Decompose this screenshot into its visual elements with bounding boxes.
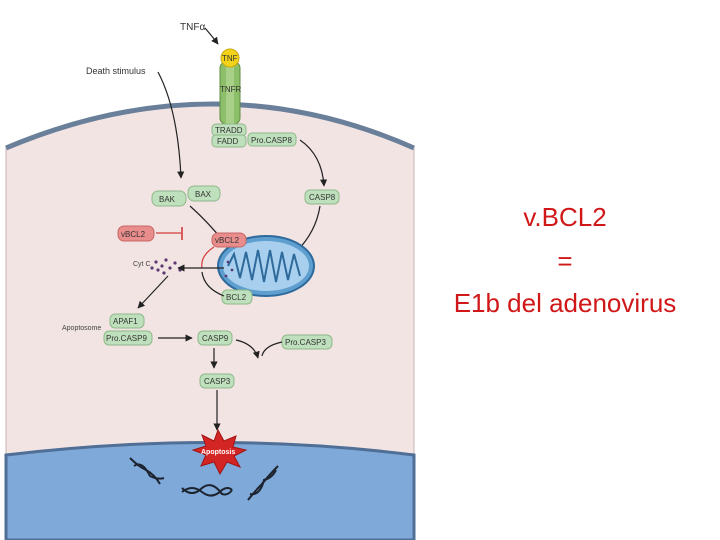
bax-label: BAX (195, 190, 212, 199)
pro-casp3-label: Pro.CASP3 (285, 338, 326, 347)
bak-node (151, 190, 187, 207)
tnf-label: TNF (222, 54, 238, 63)
vbcl2-left-node (117, 225, 155, 242)
vbcl2-left-label: vBCL2 (121, 230, 146, 239)
casp9-node (197, 330, 233, 346)
cell-membrane (5, 101, 416, 151)
pro-casp8-label: Pro.CASP8 (251, 136, 292, 145)
casp8-label: CASP8 (309, 193, 336, 202)
bak-label: BAK (159, 195, 176, 204)
side-text-line3: E1b del adenovirus (453, 288, 677, 318)
apaf1-node (109, 313, 145, 329)
tnfa-label: TNFα (180, 22, 205, 33)
dna-strand-left (129, 457, 165, 485)
vbcl2-mito-label: vBCL2 (215, 236, 240, 245)
apaf1-label: APAF1 (113, 317, 138, 326)
casp3-node (199, 373, 235, 389)
apoptosome-label: Apoptosome (62, 325, 101, 332)
casp8-node (304, 189, 340, 205)
fadd-label: FADD (217, 137, 239, 146)
casp3-label: CASP3 (204, 377, 231, 386)
tradd-label: TRADD (215, 126, 243, 135)
cytc-label: Cyt C (133, 261, 151, 268)
pro-casp9-label: Pro.CASP9 (106, 334, 147, 343)
dna-strand-middle (181, 484, 233, 497)
apoptosis-label: Apoptosis (201, 449, 235, 456)
side-text-line2: = (557, 246, 573, 276)
apoptosis-pathway-diagram: TNFα TNF TNFR Death stimulus TRADD FADD … (4, 22, 416, 540)
tnf-receptor (219, 48, 241, 125)
casp9-label: CASP9 (202, 334, 229, 343)
cytoplasm (6, 104, 414, 540)
side-text-line1: v.BCL2 (523, 202, 607, 232)
mitochondrion (217, 235, 315, 297)
vbcl2-mito-node (211, 232, 247, 248)
pro-casp9-node (103, 330, 153, 346)
bcl2-label: BCL2 (226, 293, 247, 302)
cytc-particles (150, 258, 234, 278)
apoptosis-burst (191, 428, 248, 476)
dna-strand-right (247, 465, 279, 501)
bax-node (187, 185, 221, 202)
bcl2-node (221, 289, 253, 305)
tnfr-label: TNFR (220, 85, 242, 94)
pro-casp8-node (247, 132, 297, 147)
death-stimulus-label: Death stimulus (86, 66, 146, 76)
fadd-node (211, 134, 247, 148)
